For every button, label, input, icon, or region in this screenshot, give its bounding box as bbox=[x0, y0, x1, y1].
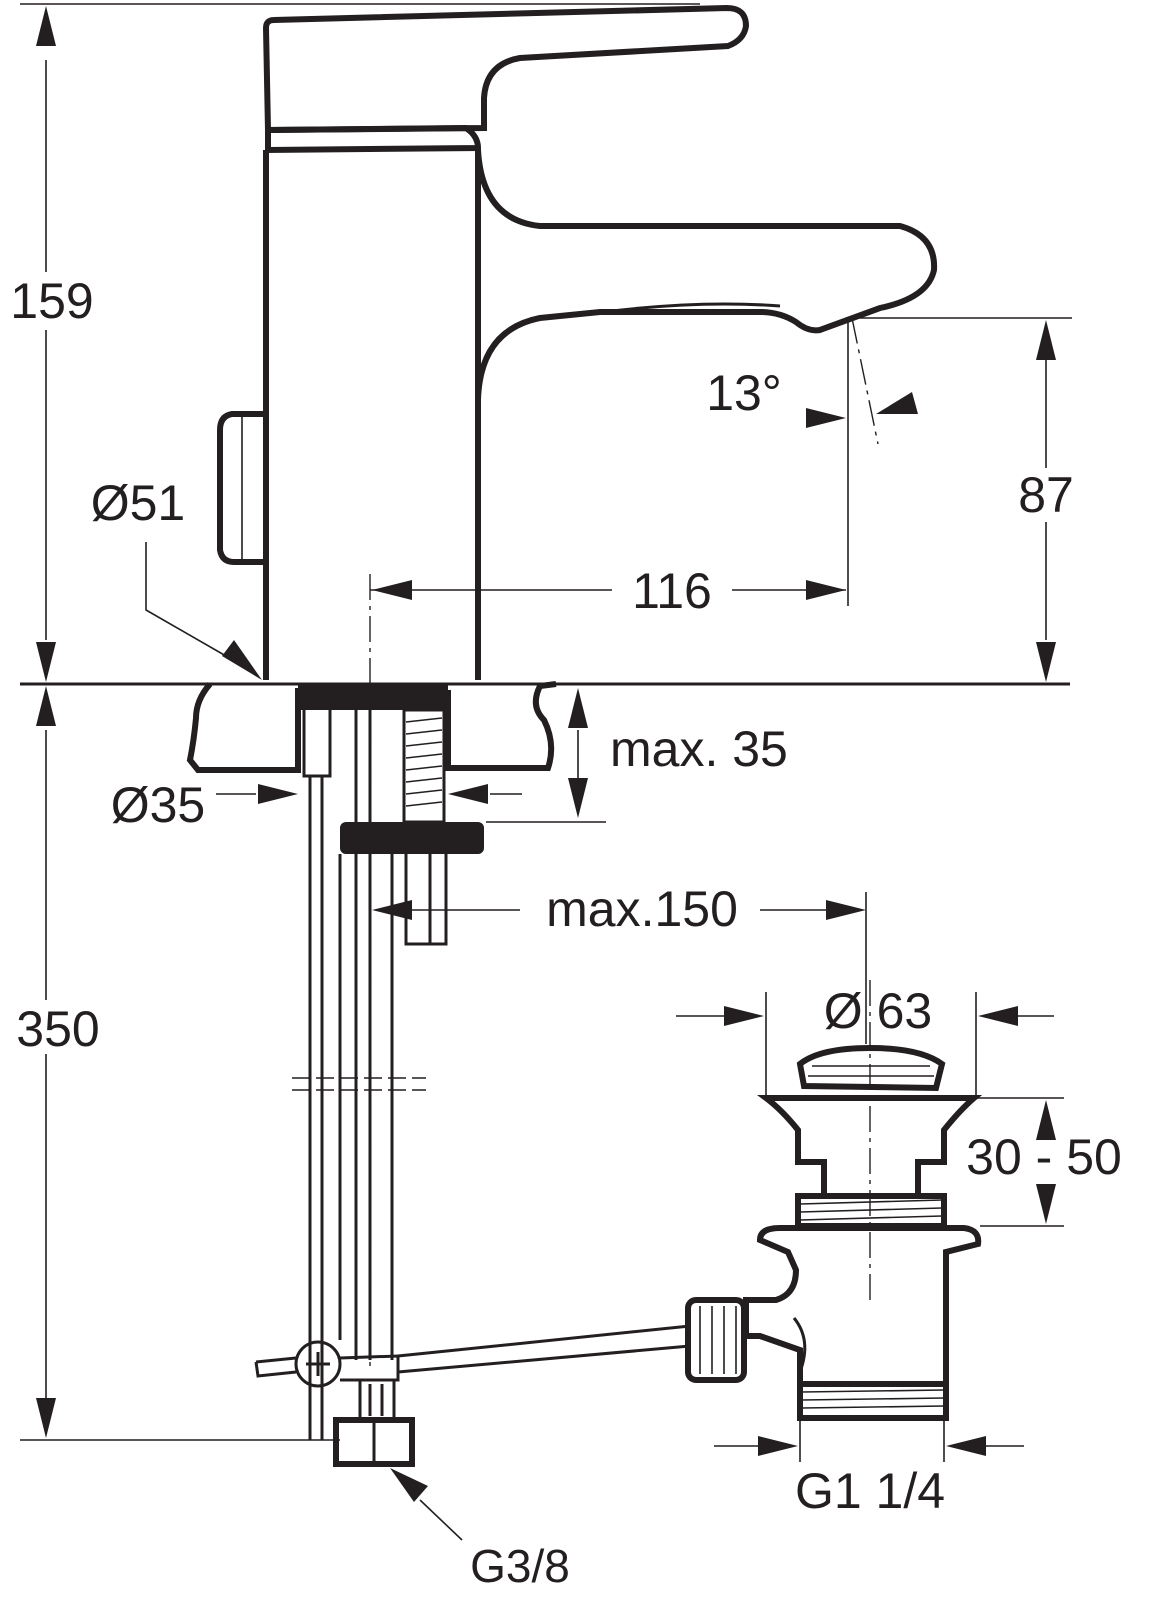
stud-threads bbox=[405, 717, 443, 807]
counter-left bbox=[186, 682, 301, 773]
waste-plug-hatch bbox=[808, 1065, 934, 1077]
waste-collar-threads bbox=[799, 1199, 943, 1221]
label-spout-angle: 13° bbox=[706, 365, 782, 421]
clamp-screw bbox=[294, 1340, 342, 1388]
label-supply-thread: G3/8 bbox=[470, 1540, 570, 1592]
waste-body bbox=[743, 1225, 982, 1387]
label-waste-diameter: Ø 63 bbox=[824, 983, 932, 1039]
linkage-nut bbox=[685, 1297, 747, 1383]
label-hole-diameter: Ø35 bbox=[111, 777, 206, 833]
linkage-elbow bbox=[792, 1317, 807, 1373]
hose-left bbox=[338, 710, 358, 1360]
linkage-rod bbox=[397, 1324, 691, 1374]
faucet-body bbox=[217, 4, 938, 680]
waste-tail bbox=[797, 1381, 949, 1421]
base-plate bbox=[298, 684, 448, 710]
center-lines bbox=[369, 574, 871, 1372]
waste-plug bbox=[796, 1044, 946, 1092]
label-spout-height: 87 bbox=[1018, 467, 1074, 523]
clamp-body bbox=[254, 1354, 400, 1382]
dimension-labels: 159 350 Ø51 Ø35 116 87 13° max. 35 max.1… bbox=[10, 273, 1122, 1592]
label-rod-distance: max.150 bbox=[546, 881, 738, 937]
threaded-stud bbox=[402, 708, 446, 824]
label-base-diameter: Ø51 bbox=[91, 475, 186, 531]
label-waste-height-range: 30 - 50 bbox=[966, 1129, 1122, 1185]
waste-tail-threads bbox=[801, 1389, 945, 1409]
spout-aerator bbox=[603, 302, 781, 314]
popup-knob bbox=[217, 411, 266, 565]
counter-right bbox=[445, 681, 557, 771]
label-spout-reach: 116 bbox=[632, 563, 712, 619]
label-counter-thickness: max. 35 bbox=[610, 721, 788, 777]
dimension-lines bbox=[20, 3, 1072, 1541]
body-column bbox=[263, 148, 481, 680]
popup-rod bbox=[302, 710, 332, 1440]
cartridge-ring bbox=[265, 124, 482, 154]
spout bbox=[475, 149, 938, 401]
label-waste-thread: G1 1/4 bbox=[795, 1463, 945, 1519]
lever-handle bbox=[262, 4, 750, 134]
pop-up-waste bbox=[685, 1044, 983, 1421]
stud-lower bbox=[404, 854, 448, 946]
counter-top bbox=[20, 681, 1070, 854]
fixing-nut bbox=[340, 822, 484, 854]
linkage-nut-grip bbox=[699, 1306, 737, 1374]
label-faucet-height: 159 bbox=[10, 273, 93, 329]
supply-connector bbox=[358, 1380, 396, 1420]
hose-right bbox=[368, 710, 394, 1360]
label-under-counter-length: 350 bbox=[16, 1001, 99, 1057]
screw-cross bbox=[306, 1352, 330, 1376]
